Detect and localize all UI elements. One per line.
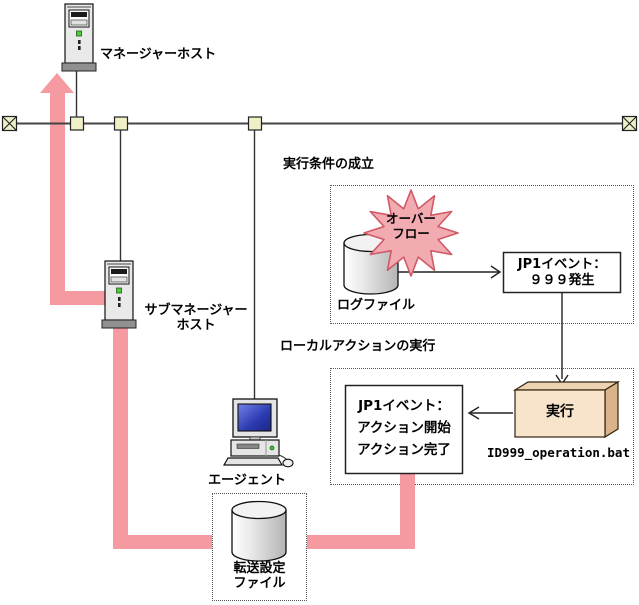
execute-label: 実行 xyxy=(546,404,574,420)
action-event-box xyxy=(344,384,464,475)
execute-3d-box-icon xyxy=(512,380,621,439)
action-event-label-line3: アクション完了 xyxy=(357,442,451,458)
network-terminator-right-icon xyxy=(621,115,638,132)
overflow-label-line1: オーバー xyxy=(386,211,436,226)
flow-segment-from-action xyxy=(400,474,415,549)
script-name-label: ID999_operation.bat xyxy=(487,445,630,460)
arrow-event-to-execute xyxy=(555,292,569,386)
log-file-label: ログファイル xyxy=(337,298,416,313)
overflow-label-line2: フロー xyxy=(392,226,430,241)
local-action-section-box xyxy=(330,368,634,485)
submanager-host-label-line1: サブマネージャー xyxy=(144,303,248,318)
arrow-logfile-to-event xyxy=(398,265,502,279)
action-event-label-line1: JP1イベント： xyxy=(358,398,450,414)
submanager-server-icon xyxy=(101,260,137,329)
condition-section-box xyxy=(330,185,634,324)
overflow-label: オーバー フロー xyxy=(371,211,451,241)
network-tap-agent-icon xyxy=(247,116,263,131)
action-event-label: JP1イベント： アクション開始 アクション完了 xyxy=(345,395,463,461)
transfer-file-label-line1: 転送設定 xyxy=(233,561,286,576)
overflow-starburst-icon xyxy=(363,189,459,277)
transfer-file-cylinder-icon xyxy=(231,500,287,562)
transfer-file-label-line2: ファイル xyxy=(233,576,286,591)
event999-label-line2: ９９９発生 xyxy=(529,273,595,288)
transfer-file-label: 転送設定 ファイル xyxy=(214,561,305,591)
flow-segment-from-submanager xyxy=(50,291,118,305)
flow-segment-submanager-down xyxy=(113,327,128,549)
flow-arrowhead-up xyxy=(40,73,74,93)
local-action-section-title: ローカルアクションの実行 xyxy=(280,339,436,354)
event999-label-line1: JP1イベント： xyxy=(517,257,607,272)
agent-computer-icon xyxy=(222,398,294,468)
action-event-label-line2: アクション開始 xyxy=(357,420,451,436)
network-tap-submanager-icon xyxy=(113,116,129,131)
event999-box xyxy=(502,251,622,294)
condition-section-title: 実行条件の成立 xyxy=(283,157,375,172)
network-tap-manager-icon xyxy=(69,116,85,131)
arrow-execute-to-action-event xyxy=(467,406,513,420)
network-terminator-left-icon xyxy=(1,115,18,132)
flow-segment-to-manager xyxy=(50,90,65,305)
manager-server-icon xyxy=(61,3,97,72)
manager-host-label: マネージャーホスト xyxy=(100,47,217,62)
event999-label: JP1イベント： ９９９発生 xyxy=(503,257,621,289)
submanager-host-label: サブマネージャー ホスト xyxy=(137,303,255,333)
agent-label: エージェント xyxy=(208,473,286,488)
submanager-host-label-line2: ホスト xyxy=(176,318,216,333)
